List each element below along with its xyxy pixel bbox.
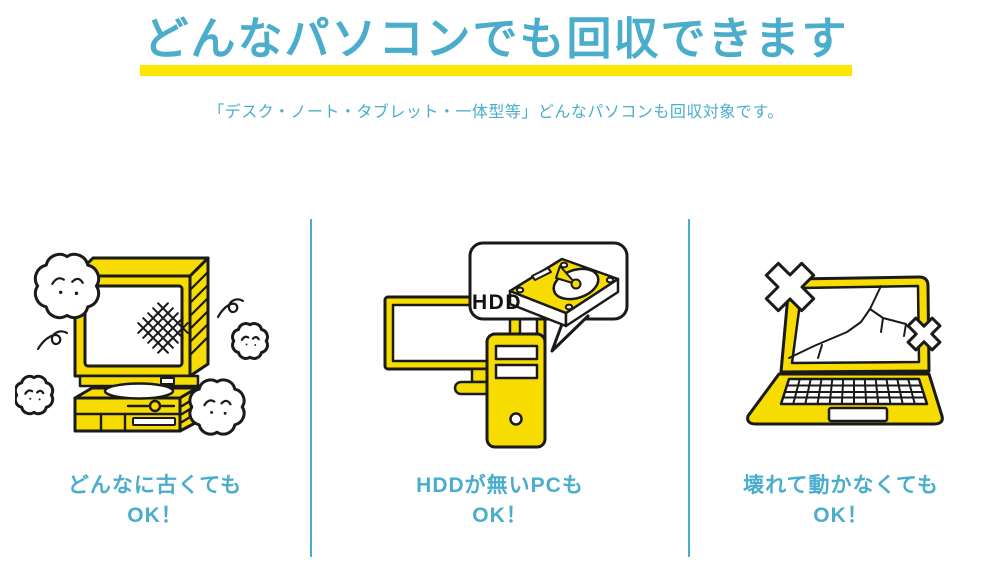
caption-line-1: どんなに古くても [67, 473, 243, 497]
hdd-pc-illustration: HDD [383, 241, 629, 449]
caption-line-1: 壊れて動かなくても [743, 473, 939, 497]
caption-line-2: OK！ [127, 504, 183, 528]
pc-tower [485, 332, 547, 449]
feature-column-old-pc: どんなに古くても OK！ [0, 219, 310, 557]
feature-caption: HDDが無いPCも OK！ [416, 471, 584, 532]
keyboard [779, 377, 929, 405]
dust-squiggles [36, 298, 245, 350]
section-subtitle: 「デスク・ノート・タブレット・一体型等」どんなパソコンも回収対象です。 [208, 103, 784, 121]
column-divider [310, 218, 312, 557]
feature-caption: どんなに古くても OK！ [68, 471, 242, 532]
feature-column-no-hdd: HDD HDDが無いPCも OK！ [312, 219, 688, 557]
screen-cracks [788, 284, 907, 359]
old-pc-illustration-box [15, 219, 295, 464]
feature-columns: どんなに古くても OK！ [0, 218, 992, 557]
caption-line-1: HDDが無いPCも [416, 473, 584, 497]
caption-line-2: OK！ [813, 504, 869, 528]
caption-line-2: OK！ [472, 504, 528, 528]
feature-caption: 壊れて動かなくても OK！ [743, 471, 939, 532]
broken-x-icon [764, 261, 816, 312]
crt-vents [189, 271, 209, 355]
hdd-label: HDD [472, 291, 522, 314]
laptop-screen [779, 275, 931, 374]
broken-x-icon [906, 316, 942, 352]
section-title: どんなパソコンでも回収できます [140, 13, 852, 76]
laptop-base [746, 372, 944, 426]
hdd-pc-illustration-box: HDD [360, 219, 640, 464]
hdd-icon [508, 257, 620, 327]
feature-column-broken: 壊れて動かなくても OK！ [690, 219, 992, 557]
screen-scratches [137, 302, 189, 354]
broken-laptop-illustration [746, 261, 944, 426]
section-header: どんなパソコンでも回収できます [0, 13, 992, 76]
column-divider [688, 218, 690, 557]
desktop-case [73, 382, 199, 433]
old-pc-illustration [15, 252, 269, 436]
broken-laptop-illustration-box [701, 219, 981, 464]
trackpad [827, 406, 889, 422]
